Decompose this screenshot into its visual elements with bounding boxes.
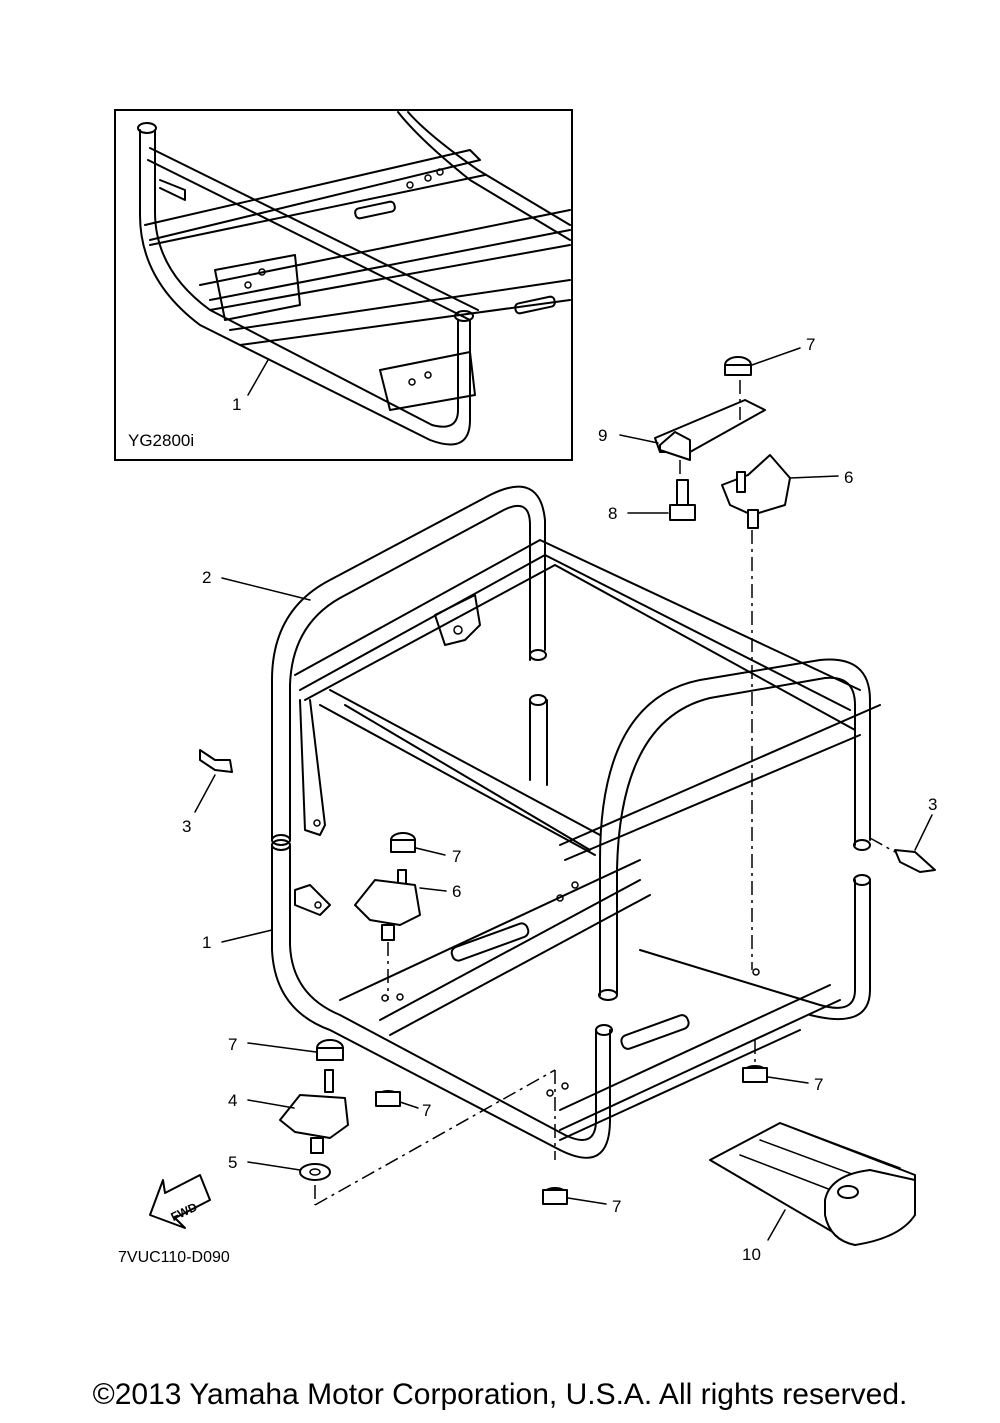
lower-frame [221,839,871,1159]
part-4-mount [247,1069,349,1154]
callout-1-inset: 1 [232,395,241,414]
part-6-top-mount [721,454,839,970]
upper-frame [221,485,881,1001]
part-3-pin-right [869,814,936,873]
diagram-code: 7VUC110-D090 [118,1249,230,1266]
inset-box [114,109,573,461]
callout-7-bottom: 7 [612,1197,621,1216]
part-7-mid [390,832,446,856]
callout-4: 4 [228,1091,237,1110]
callout-3-right: 3 [928,795,937,814]
part-6-mid-mount [354,869,447,1000]
callout-7-top: 7 [806,335,815,354]
part-9-mount-bracket [619,380,766,478]
part-10-pouch [709,1122,916,1246]
part-7-bottom [542,1187,607,1205]
callout-9: 9 [598,426,607,445]
callout-6-mid: 6 [452,882,461,901]
part-3-pin-left [194,749,233,813]
callout-7-left: 7 [228,1035,237,1054]
part-8-bolt [627,479,696,521]
callout-1-main: 1 [202,933,211,952]
callout-3-left: 3 [182,817,191,836]
callout-7-mid: 7 [452,847,461,866]
callout-5: 5 [228,1153,237,1172]
copyright-notice: ©2013 Yamaha Motor Corporation, U.S.A. A… [92,1378,908,1411]
part-7-top [724,347,801,376]
fwd-arrow-icon: FWD [149,1174,211,1229]
inset-model-label: YG2800i [128,431,194,450]
part-7-bottom-mid [375,1090,419,1109]
callout-2: 2 [202,568,211,587]
part-7-left [247,1039,344,1061]
callout-6-top: 6 [844,468,853,487]
callout-8: 8 [608,504,617,523]
callout-10: 10 [742,1245,761,1264]
part-7-right [742,1040,809,1084]
part-5-washer [247,1069,556,1206]
callout-7-right: 7 [814,1075,823,1094]
callout-7-bottom-mid: 7 [422,1101,431,1120]
